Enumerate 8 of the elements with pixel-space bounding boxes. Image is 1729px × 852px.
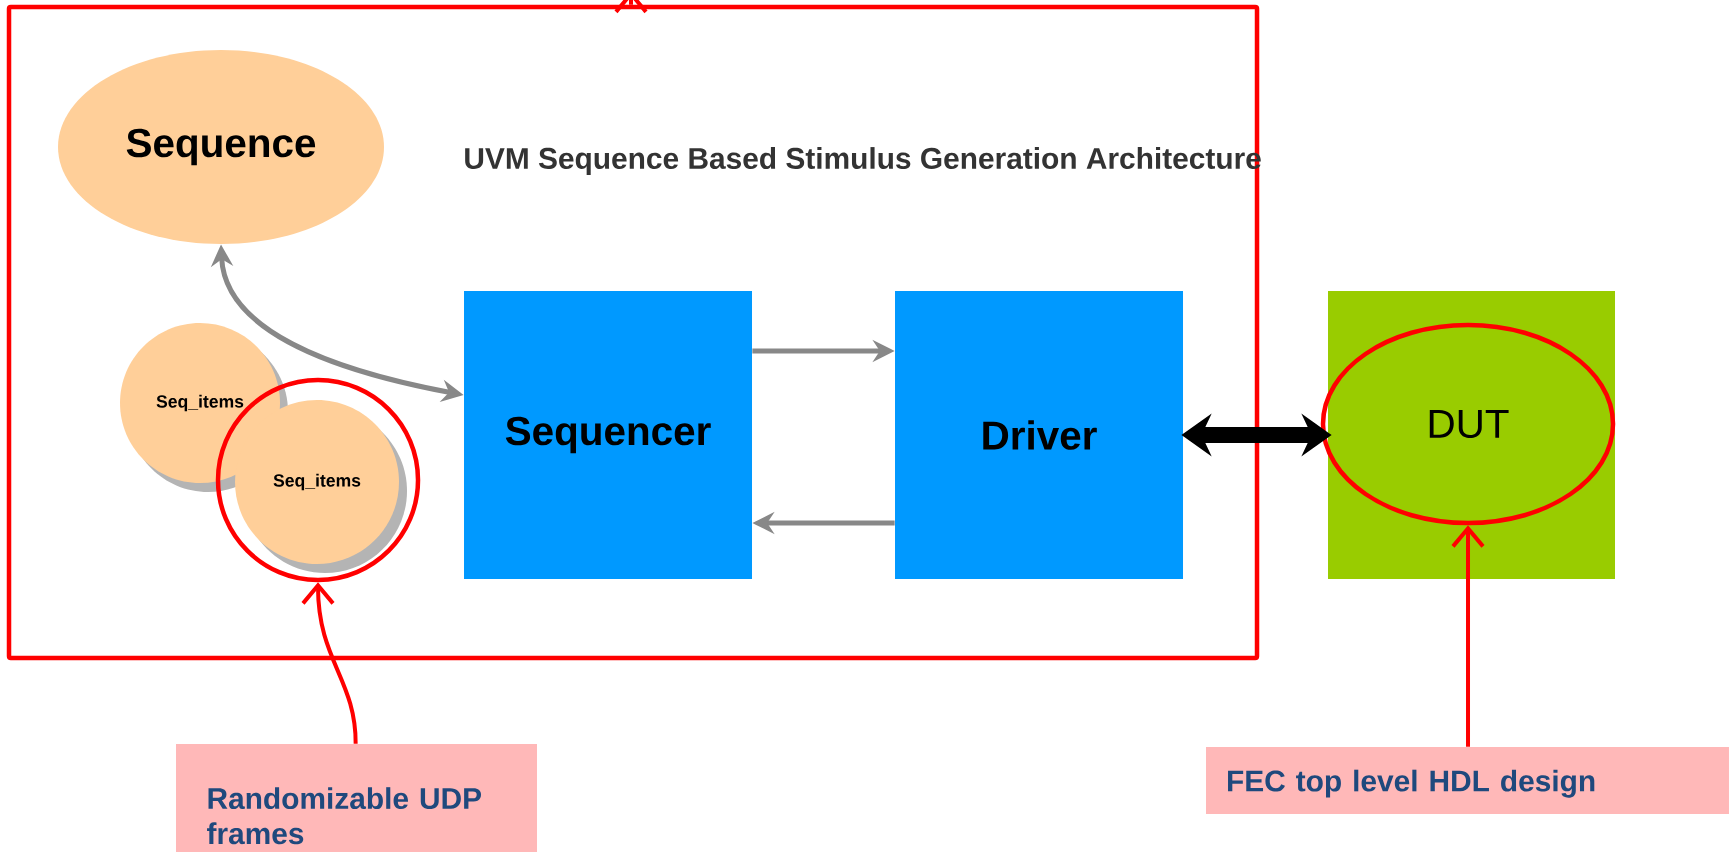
frame-box <box>6 4 1260 661</box>
callout-box: Randomizable UDP frames <box>176 744 537 852</box>
component-box <box>1328 291 1615 579</box>
component-box: Sequencer <box>464 291 752 579</box>
callout-box: FEC top level HDL design <box>1206 747 1729 814</box>
component-box: Driver <box>895 291 1183 579</box>
leader-line <box>301 582 358 744</box>
leader-line <box>1451 525 1485 747</box>
